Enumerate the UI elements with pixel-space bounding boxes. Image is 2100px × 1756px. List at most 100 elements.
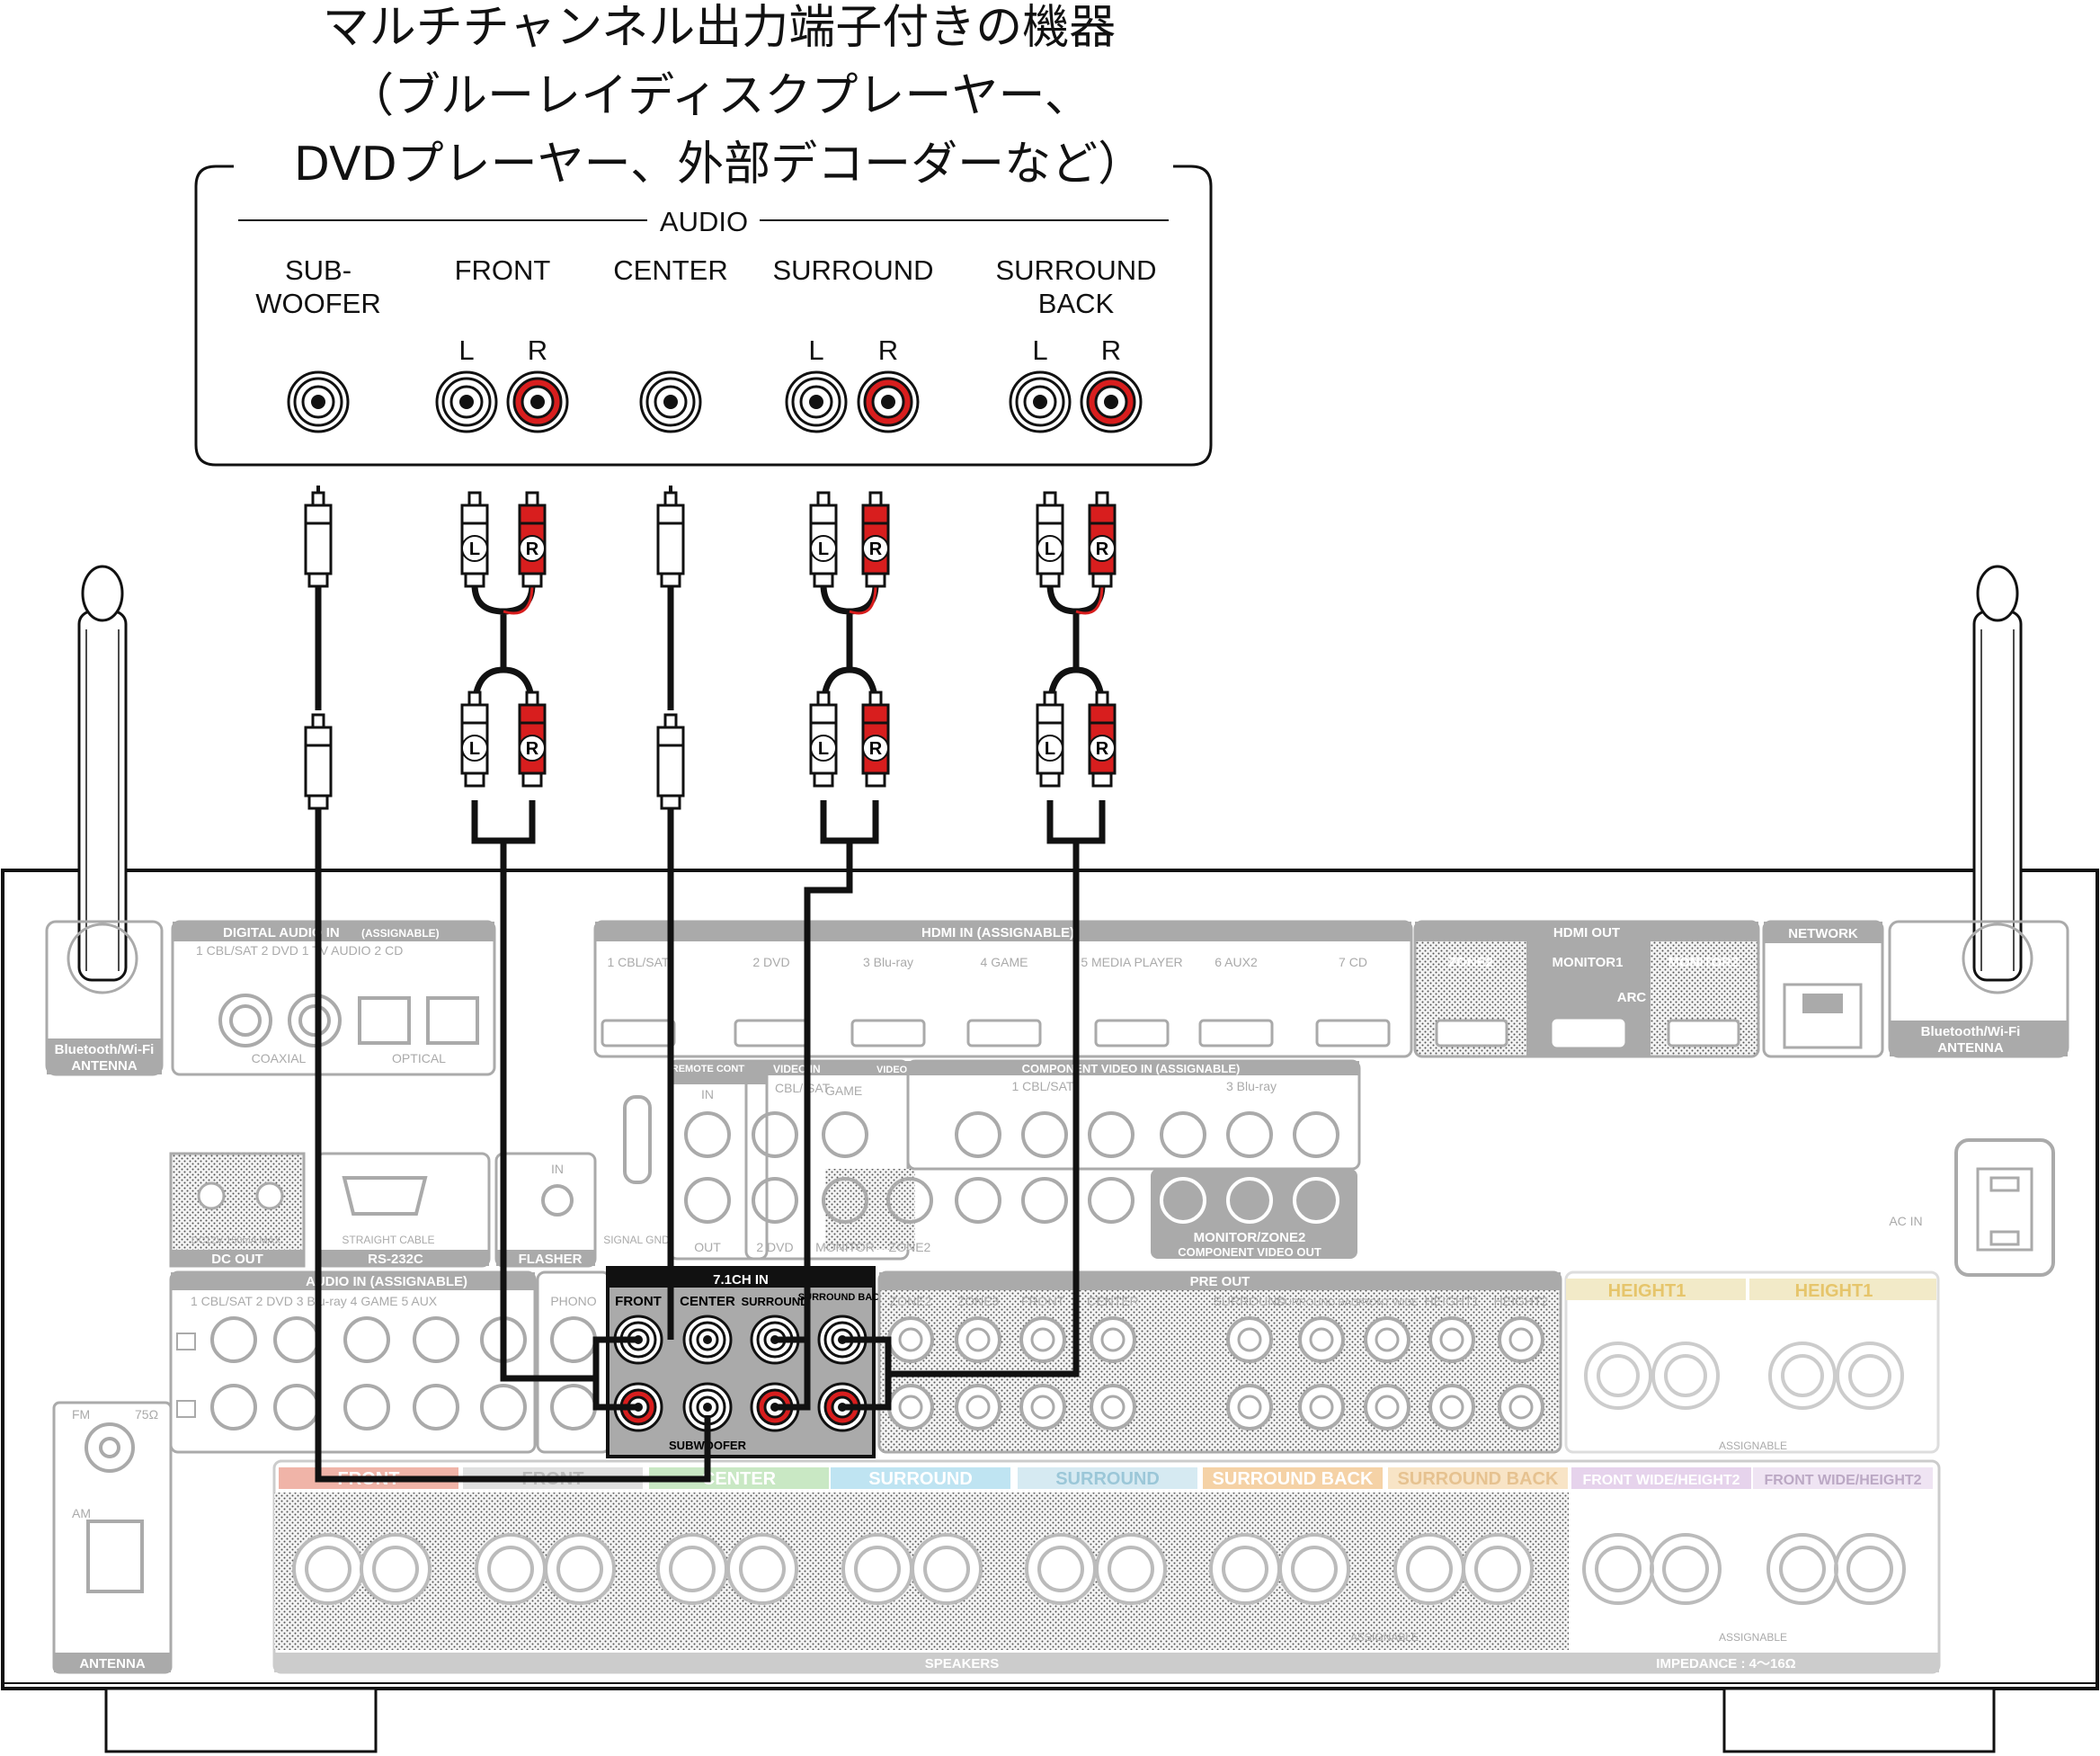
front-l-label: L <box>458 334 474 366</box>
remote-out-label: OUT <box>694 1240 721 1254</box>
hdmi-in-label-5: 5 MEDIA PLAYER <box>1081 955 1182 969</box>
pre-out-jack-8-a <box>1428 1316 1475 1363</box>
antenna-right-label-1: Bluetooth/Wi-Fi <box>1921 1024 2021 1039</box>
device-title-line2: （ブルーレイディスクプレーヤー、 <box>347 69 1091 123</box>
front-l-jack <box>435 370 498 433</box>
seven-ch-jack-2 <box>682 1315 733 1365</box>
seven-ch-surround-back-label: SURROUND BACK <box>798 1292 886 1303</box>
component-in-jack-6 <box>1293 1111 1339 1158</box>
speaker-label-8: FRONT WIDE/HEIGHT2 <box>1582 1473 1740 1488</box>
seven-ch-front-label: FRONT <box>615 1294 662 1309</box>
cables <box>315 800 1106 1483</box>
device-title-line3: DVDプレーヤー、外部デコーダーなど） <box>294 138 1144 192</box>
speaker-terminal-13 <box>1393 1533 1465 1605</box>
front-l-plug-top: L <box>460 491 489 588</box>
hdmi-out-monitor2: MONITOR2 <box>1668 955 1740 970</box>
height1-r-label: HEIGHT1 <box>1608 1281 1686 1301</box>
assignable-fw-label: ASSIGNABLE <box>1719 1631 1787 1644</box>
surround-back-l-plug-bottom: L <box>1036 691 1064 788</box>
svg-text:R: R <box>869 739 883 759</box>
hdmi-in-port-5 <box>1094 1019 1170 1047</box>
surround-label: SURROUND <box>772 254 933 286</box>
speakers-label: SPEAKERS <box>925 1656 1000 1671</box>
antenna-left-label-1: Bluetooth/Wi-Fi <box>55 1042 155 1057</box>
device-panel <box>194 165 1213 467</box>
hdmi-out-monitor1: MONITOR1 <box>1553 955 1624 970</box>
seven-ch-center-label: CENTER <box>680 1294 735 1309</box>
surround-back-r-label: R <box>1101 334 1121 366</box>
pre-out-jack-2-b <box>955 1384 1001 1431</box>
dc-spec-label: DC12V 150mA MAX. <box>191 1235 284 1246</box>
pre-out-label-8: HEIGHT1 <box>1425 1294 1480 1308</box>
video-game-label: GAME <box>825 1083 862 1098</box>
pre-out-label-9: HEIGHT2 <box>1494 1294 1549 1308</box>
seven-ch-surround-label: SURROUND <box>741 1295 808 1308</box>
pre-out-jack-3-a <box>1019 1316 1066 1363</box>
pre-out-jack-1-b <box>887 1384 934 1431</box>
monitor-zone2-label: MONITOR/ZONE2 <box>1194 1230 1306 1245</box>
component-in-jack-2 <box>1021 1111 1068 1158</box>
hdmi-in-label-1: 1 CBL/SAT <box>608 955 670 969</box>
video-dvd-label: 2 DVD <box>756 1240 793 1254</box>
pre-out-jack-3-b <box>1019 1384 1066 1431</box>
device-title-line1: マルチチャンネル出力端子付きの機器 <box>323 1 1116 55</box>
surround-back-r-jack <box>1080 370 1143 433</box>
svg-text:L: L <box>818 739 829 759</box>
audio-in-jack-3-r <box>343 1384 390 1431</box>
front-label: FRONT <box>455 254 551 286</box>
coaxial-label: COAXIAL <box>252 1051 307 1065</box>
remote-in-label: IN <box>701 1087 714 1101</box>
subwoofer-label-2: WOOFER <box>255 288 381 319</box>
component-extra-jack-3 <box>1088 1177 1135 1224</box>
svg-text:L: L <box>818 539 829 559</box>
surround-l-plug-bottom: L <box>809 691 838 788</box>
surround-r-plug-top: R <box>861 491 890 588</box>
speaker-terminal-16 <box>1650 1533 1722 1605</box>
subwoofer-jack <box>287 370 350 433</box>
center-jack <box>639 370 702 433</box>
digital-assignable-label: (ASSIGNABLE) <box>361 927 440 940</box>
hdmi-out-zone2: ZONE2 <box>1448 955 1493 970</box>
pre-out-jack-5-a <box>1226 1316 1273 1363</box>
speaker-terminal-18 <box>1834 1533 1906 1605</box>
fm-ohm-label: 75Ω <box>135 1407 158 1422</box>
front-r-plug-top: R <box>518 491 547 588</box>
surround-back-r-plug-top: R <box>1088 491 1117 588</box>
component-in-jack-1 <box>955 1111 1001 1158</box>
speaker-terminal-1 <box>292 1533 364 1605</box>
center-plug-bottom <box>656 713 685 810</box>
component-extra-jack-1 <box>955 1177 1001 1224</box>
surround-back-label-1: SURROUND <box>995 254 1156 286</box>
height-terminal-4 <box>1836 1342 1904 1410</box>
pre-out-jack-1-a <box>887 1316 934 1363</box>
audio-in-jack-1-r <box>210 1384 257 1431</box>
pre-out-label-1: ZONE2 <box>890 1294 932 1308</box>
antenna-left <box>77 565 128 982</box>
subwoofer-label-1: SUB- <box>285 254 351 286</box>
seven-ch-jack-7 <box>750 1382 800 1432</box>
hdmi-in-port-3 <box>850 1019 926 1047</box>
audio-in-assignable-label: AUDIO IN (ASSIGNABLE) <box>306 1274 467 1289</box>
hdmi-in-port-7 <box>1315 1019 1391 1047</box>
front-r-plug-bottom: R <box>518 691 547 788</box>
speaker-terminal-9 <box>1025 1533 1097 1605</box>
surround-back-r-plug-bottom: R <box>1088 691 1117 788</box>
hdmi-in-port-1 <box>601 1019 676 1047</box>
surround-back-label-2: BACK <box>1038 288 1115 319</box>
antenna-right-label-2: ANTENNA <box>1937 1040 2003 1056</box>
surround-l-label: L <box>808 334 823 366</box>
speaker-terminal-7 <box>841 1533 913 1605</box>
rs232c-port <box>342 1176 428 1216</box>
phono-label: PHONO <box>550 1294 596 1308</box>
pre-out-label-2: ZONE3 <box>957 1294 1000 1308</box>
surround-l-jack <box>785 370 848 433</box>
video-cbl-label: CBL/ SAT <box>775 1081 831 1095</box>
component-in-jack-3 <box>1088 1111 1135 1158</box>
component-sub-1: 1 CBL/SAT <box>1012 1079 1074 1093</box>
antenna-left-label-2: ANTENNA <box>71 1058 137 1074</box>
pre-out-jack-7-a <box>1364 1316 1410 1363</box>
ac-in-socket <box>1954 1138 2055 1277</box>
digital-sub-labels: 1 CBL/SAT 2 DVD 1 TV AUDIO 2 CD <box>196 943 403 958</box>
ac-in-label: AC IN <box>1889 1214 1922 1228</box>
surround-r-plug-bottom: R <box>861 691 890 788</box>
